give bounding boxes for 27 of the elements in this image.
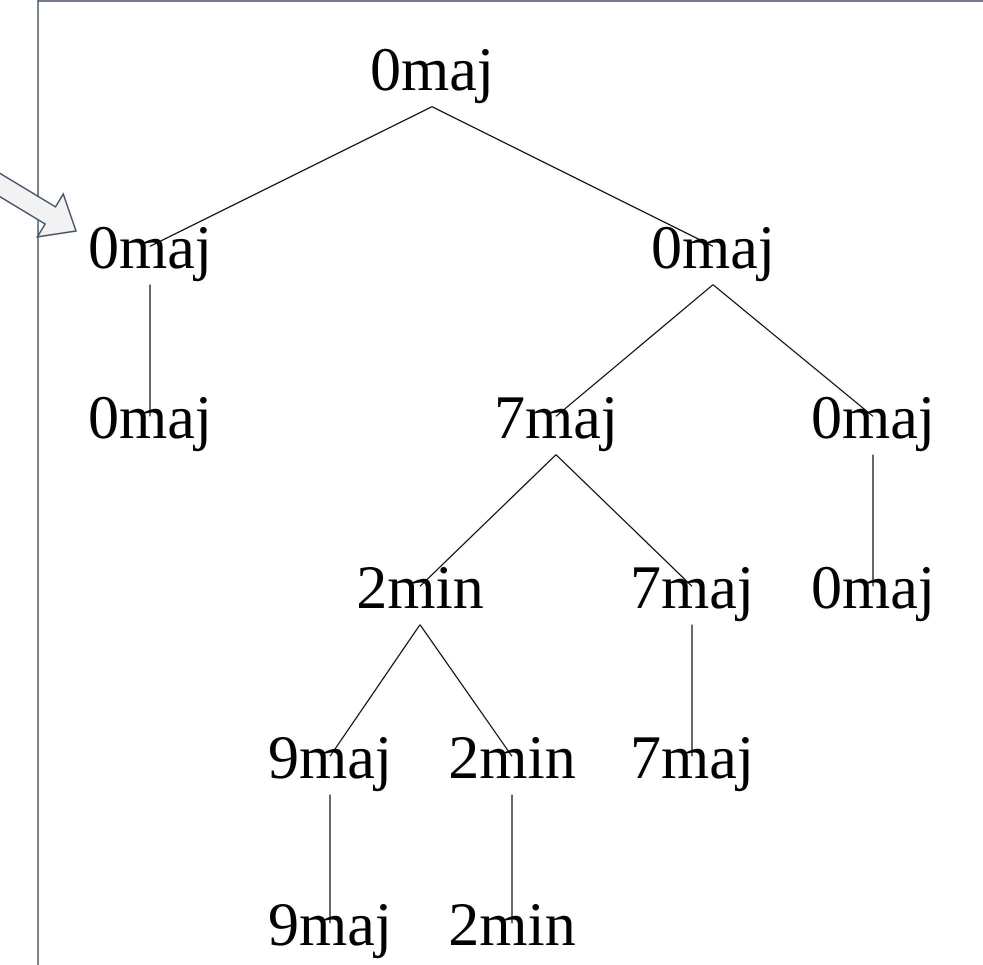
tree-node-label: 0maj <box>813 566 930 622</box>
tree-node-label: 2min <box>359 566 483 608</box>
tree-branch-line <box>420 624 512 757</box>
tree-branch-line <box>150 106 432 247</box>
tree-branch-line <box>149 284 151 416</box>
tree-node-label: 7maj <box>634 736 749 792</box>
tree-branch-line <box>712 284 874 417</box>
tree-branch-line <box>556 284 714 417</box>
tree-node-label: 9maj <box>270 904 387 958</box>
tree-node-label: 0maj <box>813 396 930 452</box>
tree-branch-line <box>330 624 420 757</box>
tree-node-label: 7maj <box>634 566 749 622</box>
tree-node-label: 0maj <box>372 48 489 104</box>
tree-branch-line <box>420 454 556 587</box>
tree-node-label: 0maj <box>90 396 207 452</box>
tree-branch-line <box>329 794 331 924</box>
tree-node-label: 7maj <box>498 396 613 452</box>
tree-branch-line <box>432 106 714 247</box>
tree-node-label: 2min <box>451 904 575 945</box>
tree-node-label: 0maj <box>90 226 207 282</box>
tree-node-label: 2min <box>451 736 575 778</box>
tree-node-label: 9maj <box>270 736 387 792</box>
tree-branch-line <box>511 794 513 924</box>
tree-node-label: 0maj <box>653 226 770 282</box>
tree-branch-line <box>872 454 874 586</box>
tree-branch-line <box>691 624 693 756</box>
tree-branch-line <box>556 454 692 587</box>
